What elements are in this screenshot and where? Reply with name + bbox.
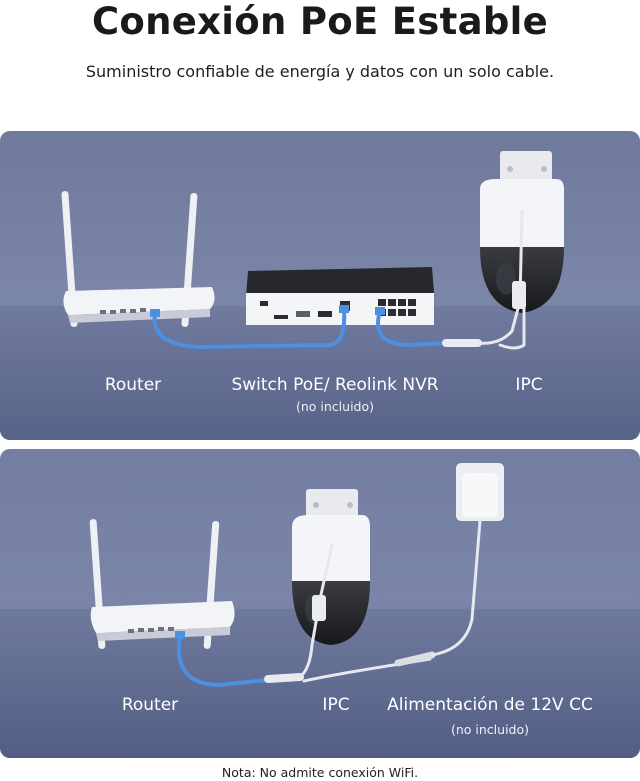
- adapter-connection-panel: Router IPC Alimentación de 12V CC (no in…: [0, 449, 640, 758]
- poe-scene-illustration: [0, 131, 640, 440]
- page-title: Conexión PoE Estable: [91, 0, 549, 43]
- cables: [175, 519, 482, 688]
- power-label: Alimentación de 12V CC: [387, 695, 593, 715]
- router-device-icon: [61, 191, 215, 327]
- router-device-icon: [89, 519, 235, 649]
- adapter-scene-illustration: [0, 449, 640, 758]
- power-note-label: (no incluido): [450, 722, 530, 737]
- power-adapter-device-icon: [456, 463, 504, 521]
- ethernet-cables: [150, 209, 526, 350]
- switch-label: Switch PoE/ Reolink NVR: [231, 375, 439, 395]
- poe-switch-device-icon: [246, 267, 434, 325]
- ipc-label: IPC: [322, 695, 350, 715]
- footer-note: Nota: No admite conexión WiFi.: [221, 765, 419, 780]
- router-label: Router: [104, 375, 162, 395]
- page-subtitle: Suministro confiable de energía y datos …: [85, 62, 555, 81]
- ipc-label: IPC: [515, 375, 543, 395]
- router-label: Router: [121, 695, 179, 715]
- switch-note-label: (no incluido): [295, 399, 375, 414]
- ip-camera-device-icon: [480, 151, 564, 313]
- poe-connection-panel: Router Switch PoE/ Reolink NVR (no inclu…: [0, 131, 640, 440]
